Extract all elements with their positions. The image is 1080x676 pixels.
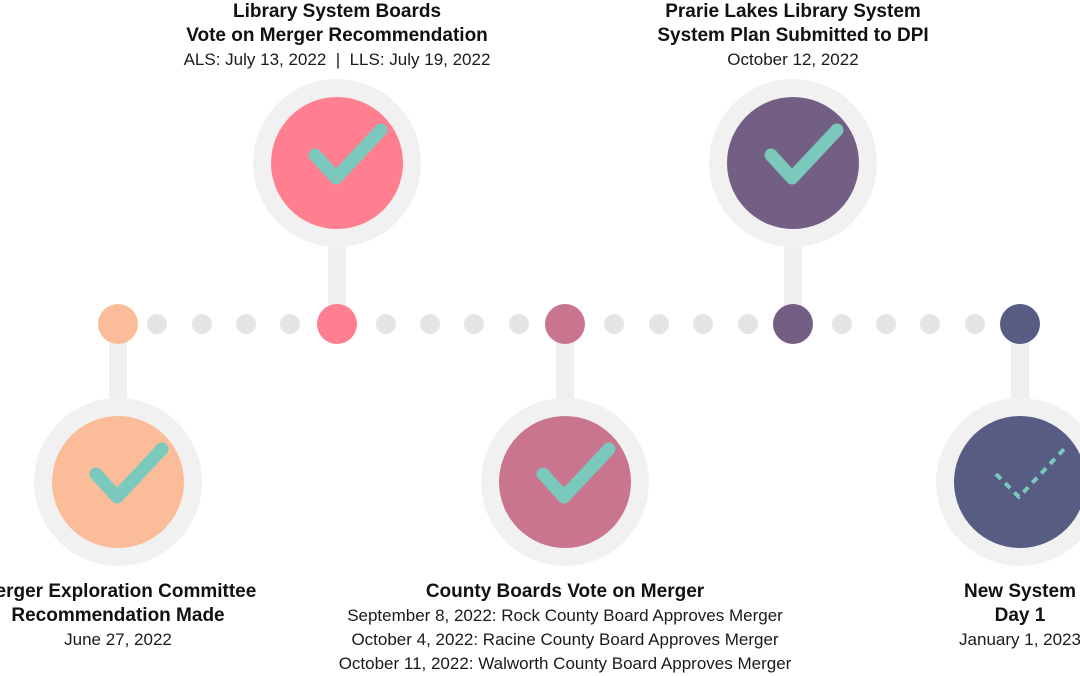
badge-circle	[954, 416, 1080, 548]
badge-circle	[727, 97, 859, 229]
milestone-county-boards-label: County Boards Vote on Merger September 8…	[339, 580, 792, 676]
timeline-dot	[693, 314, 713, 334]
timeline-dot	[464, 314, 484, 334]
checkmark-icon	[308, 123, 388, 185]
milestone-title-line: Day 1	[994, 605, 1046, 626]
milestone-title-line: County Boards Vote on Merger	[425, 581, 705, 602]
timeline-dot	[192, 314, 212, 334]
timeline-dot	[738, 314, 758, 334]
milestone-title-line: Merger Exploration Committee	[0, 581, 257, 602]
timeline-dot	[236, 314, 256, 334]
badge-circle	[499, 416, 631, 548]
badge-circle	[271, 97, 403, 229]
timeline-dot	[832, 314, 852, 334]
milestone-title-line: New System	[964, 581, 1076, 602]
timeline-dot	[147, 314, 167, 334]
milestone-date: ALS: July 13, 2022 | LLS: July 19, 2022	[183, 50, 491, 69]
milestone-dot	[1000, 304, 1040, 344]
dashed-check-icon	[994, 445, 1068, 499]
timeline-dots	[98, 304, 1040, 344]
milestone-dot	[98, 304, 138, 344]
milestone-system-plan-label: Prarie Lakes Library System System Plan …	[657, 0, 928, 72]
milestone-detail-line: October 11, 2022: Walworth County Board …	[338, 654, 792, 673]
checkmark-icon	[764, 123, 844, 185]
milestone-new-system-label: New System Day 1 January 1, 2023	[959, 580, 1080, 652]
milestone-title-line: Prarie Lakes Library System	[665, 1, 921, 22]
milestone-title-line: Vote on Merger Recommendation	[186, 25, 488, 46]
timeline-dot	[876, 314, 896, 334]
milestone-dot	[773, 304, 813, 344]
milestone-library-boards-label: Library System Boards Vote on Merger Rec…	[184, 0, 491, 72]
milestone-badges	[34, 79, 1080, 566]
milestone-merger-exploration-label: Merger Exploration Committee Recommendat…	[0, 580, 256, 652]
milestone-dot	[317, 304, 357, 344]
milestone-title-line: System Plan Submitted to DPI	[657, 25, 929, 46]
timeline-dot	[420, 314, 440, 334]
timeline-dot	[920, 314, 940, 334]
milestone-dot	[545, 304, 585, 344]
checkmark-icon	[89, 442, 169, 504]
timeline-dot	[280, 314, 300, 334]
timeline-dot	[509, 314, 529, 334]
milestone-detail-line: October 4, 2022: Racine County Board App…	[351, 630, 779, 649]
timeline-dot	[604, 314, 624, 334]
milestone-date: October 12, 2022	[727, 50, 859, 69]
timeline-dot	[965, 314, 985, 334]
timeline-dot	[649, 314, 669, 334]
milestone-title-line: Recommendation Made	[11, 605, 225, 626]
badge-circle	[52, 416, 184, 548]
timeline-dot	[376, 314, 396, 334]
milestone-date: June 27, 2022	[64, 630, 172, 649]
checkmark-icon	[536, 442, 616, 504]
milestone-date: January 1, 2023	[959, 630, 1080, 649]
milestone-detail-line: September 8, 2022: Rock County Board App…	[347, 606, 783, 625]
milestone-title-line: Library System Boards	[232, 1, 442, 22]
